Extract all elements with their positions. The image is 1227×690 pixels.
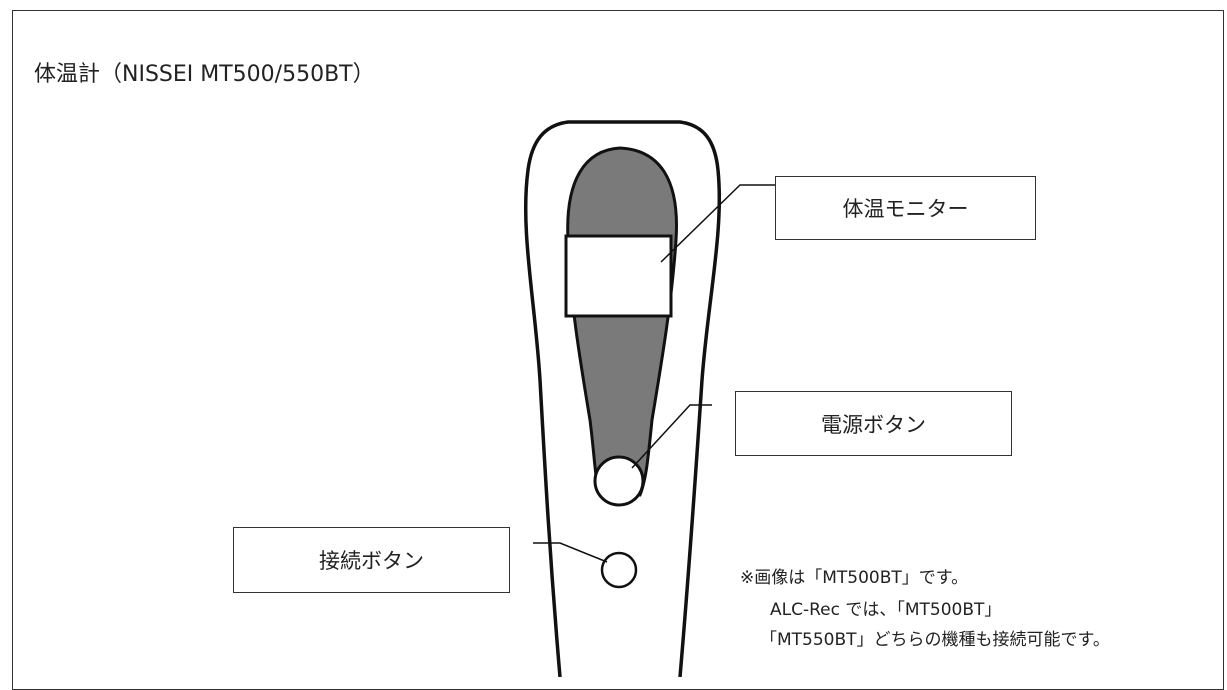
monitor-screen xyxy=(564,234,673,318)
monitor-callout: 体温モニター xyxy=(775,176,1036,240)
power-callout-label: 電源ボタン xyxy=(821,412,926,437)
connect-callout-label: 接続ボタン xyxy=(319,549,424,573)
note-line-2: ALC-Rec では、「MT500BT」 xyxy=(770,600,1002,620)
note-line-3: 「MT550BT」どちらの機種も接続可能です。 xyxy=(760,630,1110,650)
monitor-leader-line xyxy=(660,184,775,263)
connect-callout: 接続ボタン xyxy=(233,527,510,593)
note-line-1: ※画像は「MT500BT」です。 xyxy=(740,568,969,588)
page-title: 体温計（NISSEI MT500/550BT） xyxy=(34,62,375,87)
monitor-callout-label: 体温モニター xyxy=(842,197,969,221)
connect-leader-line xyxy=(533,542,608,563)
power-leader-line xyxy=(631,404,712,469)
connect-button-shape xyxy=(600,551,638,589)
power-callout: 電源ボタン xyxy=(735,391,1012,456)
power-button-shape xyxy=(593,455,645,507)
